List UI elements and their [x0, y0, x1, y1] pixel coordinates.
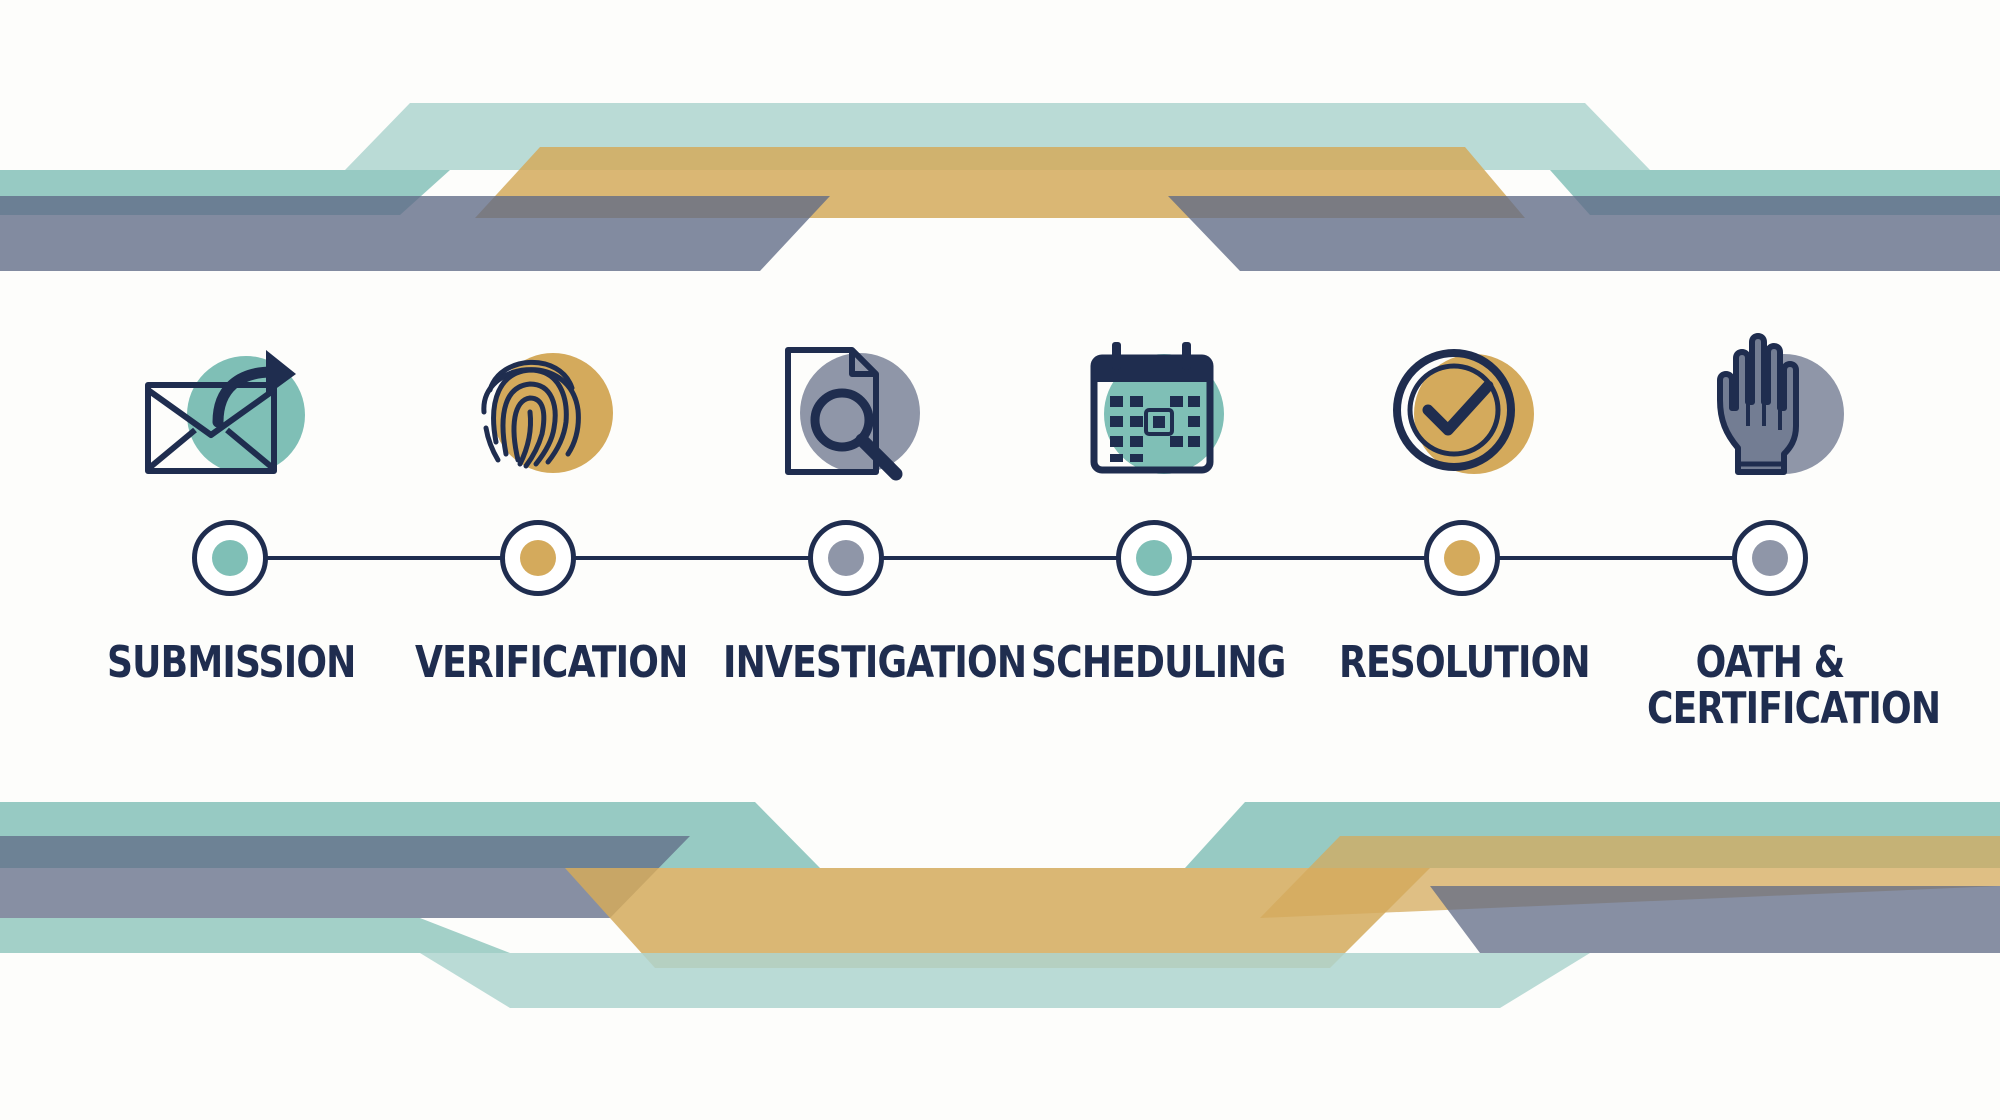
node-dot: [1136, 540, 1172, 576]
bottom-band-gold: [565, 868, 1430, 968]
step-label-oath-certification: OATH & CERTIFICATION: [1647, 637, 1941, 734]
step-node-submission: [192, 520, 268, 596]
document-magnifier-icon: [756, 330, 936, 490]
step-label-submission: SUBMISSION: [107, 637, 356, 688]
node-dot: [212, 540, 248, 576]
step-label-scheduling: SCHEDULING: [1031, 637, 1286, 688]
bottom-band-light-teal-bottom: [420, 953, 1590, 1008]
top-band-slate-left: [0, 196, 830, 271]
calendar-icon: [1064, 330, 1244, 490]
bottom-band-slate-left: [0, 836, 690, 918]
step-node-verification: [500, 520, 576, 596]
top-band-slate-right: [1168, 196, 2000, 271]
node-dot: [828, 540, 864, 576]
step-label-resolution: RESOLUTION: [1339, 637, 1591, 688]
bottom-band-slate-right: [1430, 886, 2000, 953]
checkmark-circle-icon: [1372, 330, 1552, 490]
timeline-connector-line: [230, 556, 1770, 560]
step-label-verification: VERIFICATION: [415, 637, 688, 688]
node-dot: [520, 540, 556, 576]
step-node-investigation: [808, 520, 884, 596]
node-dot: [1444, 540, 1480, 576]
step-node-scheduling: [1116, 520, 1192, 596]
step-label-investigation: INVESTIGATION: [723, 637, 1027, 688]
raised-hand-icon: [1680, 330, 1860, 490]
node-dot: [1752, 540, 1788, 576]
bottom-band-light-teal-left: [0, 918, 510, 953]
step-node-oath-certification: [1732, 520, 1808, 596]
step-node-resolution: [1424, 520, 1500, 596]
envelope-forward-icon: [140, 330, 320, 490]
fingerprint-icon: [448, 330, 628, 490]
